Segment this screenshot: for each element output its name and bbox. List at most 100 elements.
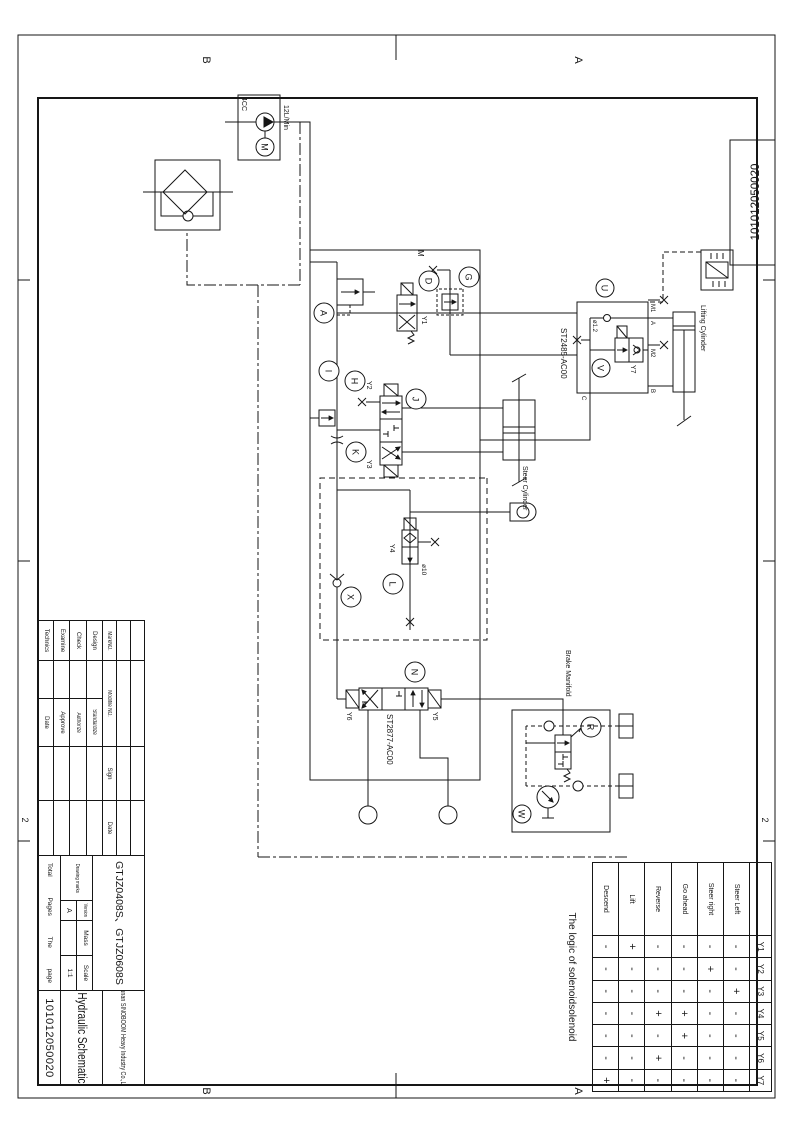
y7-label: Y7	[629, 365, 636, 374]
svg-text:V: V	[596, 365, 606, 371]
signature-table: Design Standardize Check Authorize Exami…	[37, 621, 102, 856]
row-label: Lift	[618, 863, 645, 936]
brake-pilot-lines	[525, 725, 619, 787]
power-unit: M 4CC 12L/Min	[225, 94, 337, 263]
zone-labels: A B A B 2 2	[20, 56, 770, 1095]
logic-cell: -	[618, 1047, 645, 1070]
design-label: Design	[85, 621, 102, 661]
shuttle-valve-icon	[572, 780, 584, 792]
pump-flow: 12L/Min	[282, 105, 289, 130]
scale-label: Scale	[76, 956, 92, 991]
logic-cell: +	[722, 980, 749, 1003]
wheel-icon	[358, 805, 378, 825]
steer-cylinder: Steer Cylinder	[502, 373, 536, 511]
sig-cell	[85, 801, 102, 856]
logic-cell: -	[696, 1025, 723, 1048]
shuttle-valve-icon	[543, 720, 555, 732]
examine-label: Examine	[53, 621, 70, 661]
sig-cell	[53, 801, 70, 856]
logic-cell: -	[644, 958, 671, 981]
sign-header: Sign	[102, 747, 116, 801]
logic-cell: -	[644, 980, 671, 1003]
col-header-y7: Y7	[749, 1069, 771, 1092]
plug-icon	[430, 537, 440, 547]
col-header-y4: Y4	[749, 1002, 771, 1026]
brake-manifold: Brake Manifold R	[511, 650, 634, 833]
logic-cell: -	[618, 958, 645, 981]
rev-cell	[116, 747, 130, 801]
logic-cell: -	[592, 1002, 619, 1026]
brake-manifold-label: Brake Manifold	[564, 650, 571, 697]
orifice-10-label: ø10	[420, 564, 427, 576]
rev-cell	[130, 661, 144, 747]
port-b-label: B	[649, 389, 655, 393]
col-header-y1: Y1	[749, 936, 771, 959]
y6-label: Y6	[345, 712, 352, 721]
version-label: Version	[76, 901, 92, 921]
row-label: Steer right	[696, 863, 723, 936]
mass-label: Mass	[76, 921, 92, 956]
sig-cell	[37, 801, 54, 856]
sig-cell	[37, 661, 54, 699]
company-name: Hunan SINOBOOM Heavy Industry Co.,Ltd.	[102, 991, 144, 1086]
logic-cell: -	[670, 980, 697, 1003]
authorize-label: Authorize	[69, 699, 86, 747]
plug-icon	[357, 397, 367, 407]
logic-cell: -	[592, 958, 619, 981]
port-c-label: C	[580, 396, 586, 401]
rev-cell	[116, 621, 130, 661]
logic-cell: -	[722, 1025, 749, 1048]
pump-displacement: 4CC	[240, 97, 247, 111]
relief-valve-main	[336, 278, 375, 316]
test-point-U: U	[595, 278, 615, 298]
test-point-I: I	[318, 360, 340, 382]
pages-label: Pages	[46, 897, 54, 916]
row-label: Reverse	[644, 863, 671, 936]
logic-cell: -	[722, 1002, 749, 1026]
motor-label: M	[260, 143, 270, 151]
standardize-label: Standardize	[85, 699, 102, 747]
check-valve-gallery	[329, 573, 345, 588]
svg-text:H: H	[350, 378, 360, 385]
accumulator-icon	[516, 505, 530, 519]
solenoid-icon	[383, 383, 399, 397]
zone-2-top: 2	[760, 817, 770, 822]
logic-cell: -	[618, 1002, 645, 1026]
sub-circuit-boundary	[319, 477, 488, 641]
test-point-H: H	[344, 370, 366, 392]
logic-cell: -	[592, 1047, 619, 1070]
corner-part-number: 101012050020	[750, 164, 762, 241]
logic-cell: -	[670, 936, 697, 959]
logic-table-caption: The logic of solenoidsolenoid	[566, 912, 577, 1042]
logic-cell: -	[592, 980, 619, 1003]
rev-cell	[130, 747, 144, 801]
logic-cell: -	[670, 958, 697, 981]
svg-text:A: A	[319, 310, 329, 316]
test-point-R: R	[580, 716, 602, 738]
modifile-header: Modifile NO.	[102, 661, 116, 747]
zone-2-bottom: 2	[20, 817, 30, 822]
accumulator	[410, 502, 537, 522]
zone-b-left: B	[200, 56, 212, 63]
logic-cell: -	[696, 1069, 723, 1092]
logic-cell: +	[670, 1025, 697, 1048]
solenoid-valve-y1: Y1	[337, 282, 577, 345]
logic-cell: +	[696, 958, 723, 981]
logic-cell: +	[618, 936, 645, 959]
zone-a-left: A	[572, 56, 584, 64]
rev-cell	[130, 621, 144, 661]
plug-icon	[659, 295, 669, 305]
logic-cell: -	[696, 980, 723, 1003]
port-m1-label: M1	[649, 304, 655, 313]
svg-text:I: I	[324, 370, 334, 373]
port-m2-label: M2	[649, 349, 655, 358]
svg-text:R: R	[586, 724, 596, 731]
port-a-label: A	[649, 321, 655, 325]
test-point-D: D	[418, 270, 440, 292]
svg-text:G: G	[464, 273, 474, 280]
st2485-manifold: ST2485-AC00 M1 A M2 B C Y7 ø1.2	[480, 278, 673, 441]
test-point-N: N	[404, 661, 426, 683]
logic-cell: -	[696, 1047, 723, 1070]
orifice-12-label: ø1.2	[591, 320, 597, 333]
st2877-label: ST2877-AC00	[385, 714, 394, 765]
